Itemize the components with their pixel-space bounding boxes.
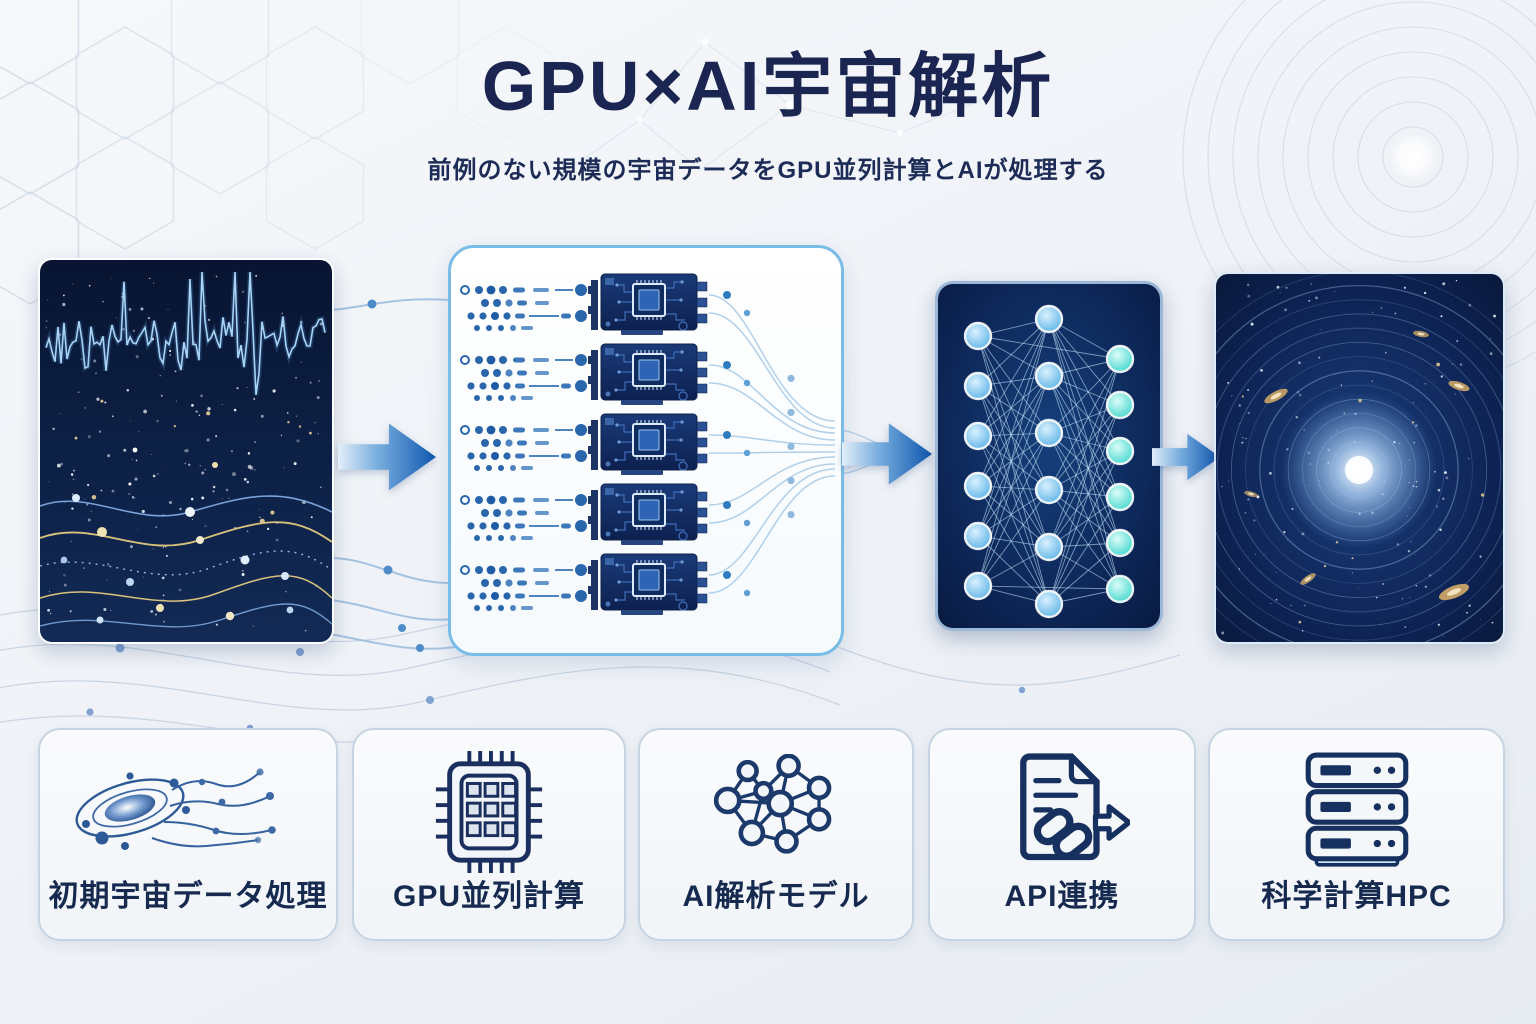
gpu-array-panel <box>448 245 844 656</box>
inter-panel-dots <box>367 299 424 652</box>
card-ai-analysis-model: AI解析モデル <box>638 728 914 941</box>
flow-arrow-right-icon <box>1152 420 1220 494</box>
page-subtitle: 前例のない規模の宇宙データをGPU並列計算とAIが処理する <box>427 157 1109 184</box>
flow-arrow-right-icon <box>338 412 436 502</box>
card-scientific-computing-hpc: 科学計算HPC <box>1208 728 1505 941</box>
card-api-integration: API連携 <box>928 728 1196 941</box>
page-title: GPU×AI宇宙解析 <box>481 47 1055 125</box>
galaxy-result-panel <box>1214 272 1505 644</box>
hexagon-pattern <box>0 0 555 305</box>
cosmic-signal-data-panel <box>38 258 334 644</box>
galaxy-flow-icon <box>40 748 336 876</box>
card-label: GPU並列計算 <box>392 880 585 913</box>
network-nodes <box>963 304 1135 619</box>
card-gpu-parallel-computing: GPU並列計算 <box>352 728 626 941</box>
neural-network-panel <box>935 281 1163 631</box>
card-label: 初期宇宙データ処理 <box>48 880 328 913</box>
server-stack-icon <box>1210 748 1503 876</box>
data-flow-dots <box>60 494 294 624</box>
card-label: 科学計算HPC <box>1261 880 1452 913</box>
small-galaxies <box>1244 330 1470 601</box>
card-initial-cosmic-data-processing: 初期宇宙データ処理 <box>38 728 338 941</box>
card-label: AI解析モデル <box>682 880 870 913</box>
flow-arrow-right-icon <box>842 409 932 499</box>
gpu-chip-icon <box>354 748 624 876</box>
network-dots-decoration <box>637 38 1013 136</box>
network-graph-icon <box>640 748 912 876</box>
card-label: API連携 <box>1004 880 1120 913</box>
signal-waveform <box>43 271 328 396</box>
network-lines-decoration <box>559 41 1011 176</box>
document-link-arrow-icon <box>930 748 1194 876</box>
